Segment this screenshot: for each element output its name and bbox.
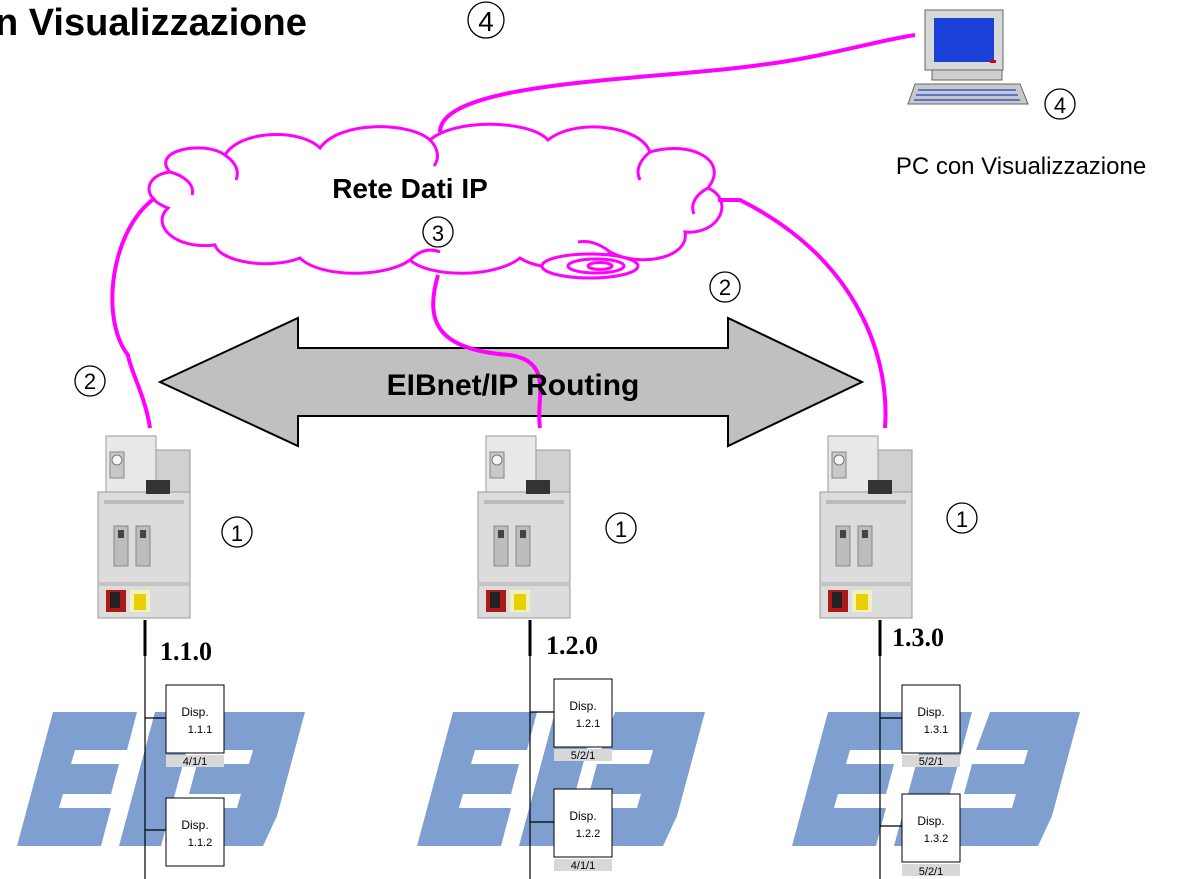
bus-connectors xyxy=(143,620,882,656)
pc-label: PC con Visualizzazione xyxy=(896,153,1146,180)
line-coupler-2 xyxy=(477,435,571,619)
device-2-2-addr: 1.2.2 xyxy=(576,828,600,840)
device-2-1-addr: 1.2.1 xyxy=(576,718,600,730)
device-boxes xyxy=(165,678,961,867)
ip-cables xyxy=(110,33,916,429)
group-label-bg xyxy=(166,749,960,876)
device-3-2-addr: 1.3.2 xyxy=(924,833,948,845)
title-badge: 4 xyxy=(478,6,494,37)
cloud-badge: 3 xyxy=(432,221,444,246)
page-title: n Visualizzazione xyxy=(0,2,307,44)
coupler-3-address: 1.3.0 xyxy=(892,623,944,652)
coupler-1-address: 1.1.0 xyxy=(160,637,212,666)
device-2-2-group: 4/1/1 xyxy=(571,860,595,872)
pc-badge: 4 xyxy=(1054,93,1066,118)
device-1-1-name: Disp. xyxy=(181,705,208,719)
device-1-1-addr: 1.1.1 xyxy=(188,724,212,736)
line-coupler-3 xyxy=(819,435,913,619)
ip-network-cloud xyxy=(147,122,724,275)
cloud-inner-curls xyxy=(169,138,709,280)
device-2-2-name: Disp. xyxy=(569,809,596,823)
device-3-2-group: 5/2/1 xyxy=(919,866,943,878)
device-1-1-group: 4/1/1 xyxy=(183,756,207,768)
device-1-2-addr: 1.1.2 xyxy=(188,837,212,849)
device-3-1-group: 5/2/1 xyxy=(919,756,943,768)
marker-right: 2 xyxy=(719,275,731,300)
device-3-1-addr: 1.3.1 xyxy=(924,724,948,736)
routing-arrow xyxy=(157,316,865,448)
marker-left: 2 xyxy=(84,369,96,394)
device-2-1-group: 5/2/1 xyxy=(571,750,595,762)
eib-logo-1 xyxy=(17,712,305,846)
pc-icon xyxy=(907,9,1029,105)
device-2-1-name: Disp. xyxy=(569,699,596,713)
badge-circles xyxy=(74,1,1076,548)
cloud-label: Rete Dati IP xyxy=(332,173,488,204)
coupler-2-badge: 1 xyxy=(615,517,627,542)
device-3-2-name: Disp. xyxy=(917,814,944,828)
routing-label: EIBnet/IP Routing xyxy=(387,369,640,402)
device-3-1-name: Disp. xyxy=(917,705,944,719)
line-coupler-1 xyxy=(97,435,191,619)
coupler-3-badge: 1 xyxy=(956,507,968,532)
coupler-1-badge: 1 xyxy=(231,521,243,546)
device-1-2-name: Disp. xyxy=(181,818,208,832)
coupler-2-address: 1.2.0 xyxy=(546,631,598,660)
